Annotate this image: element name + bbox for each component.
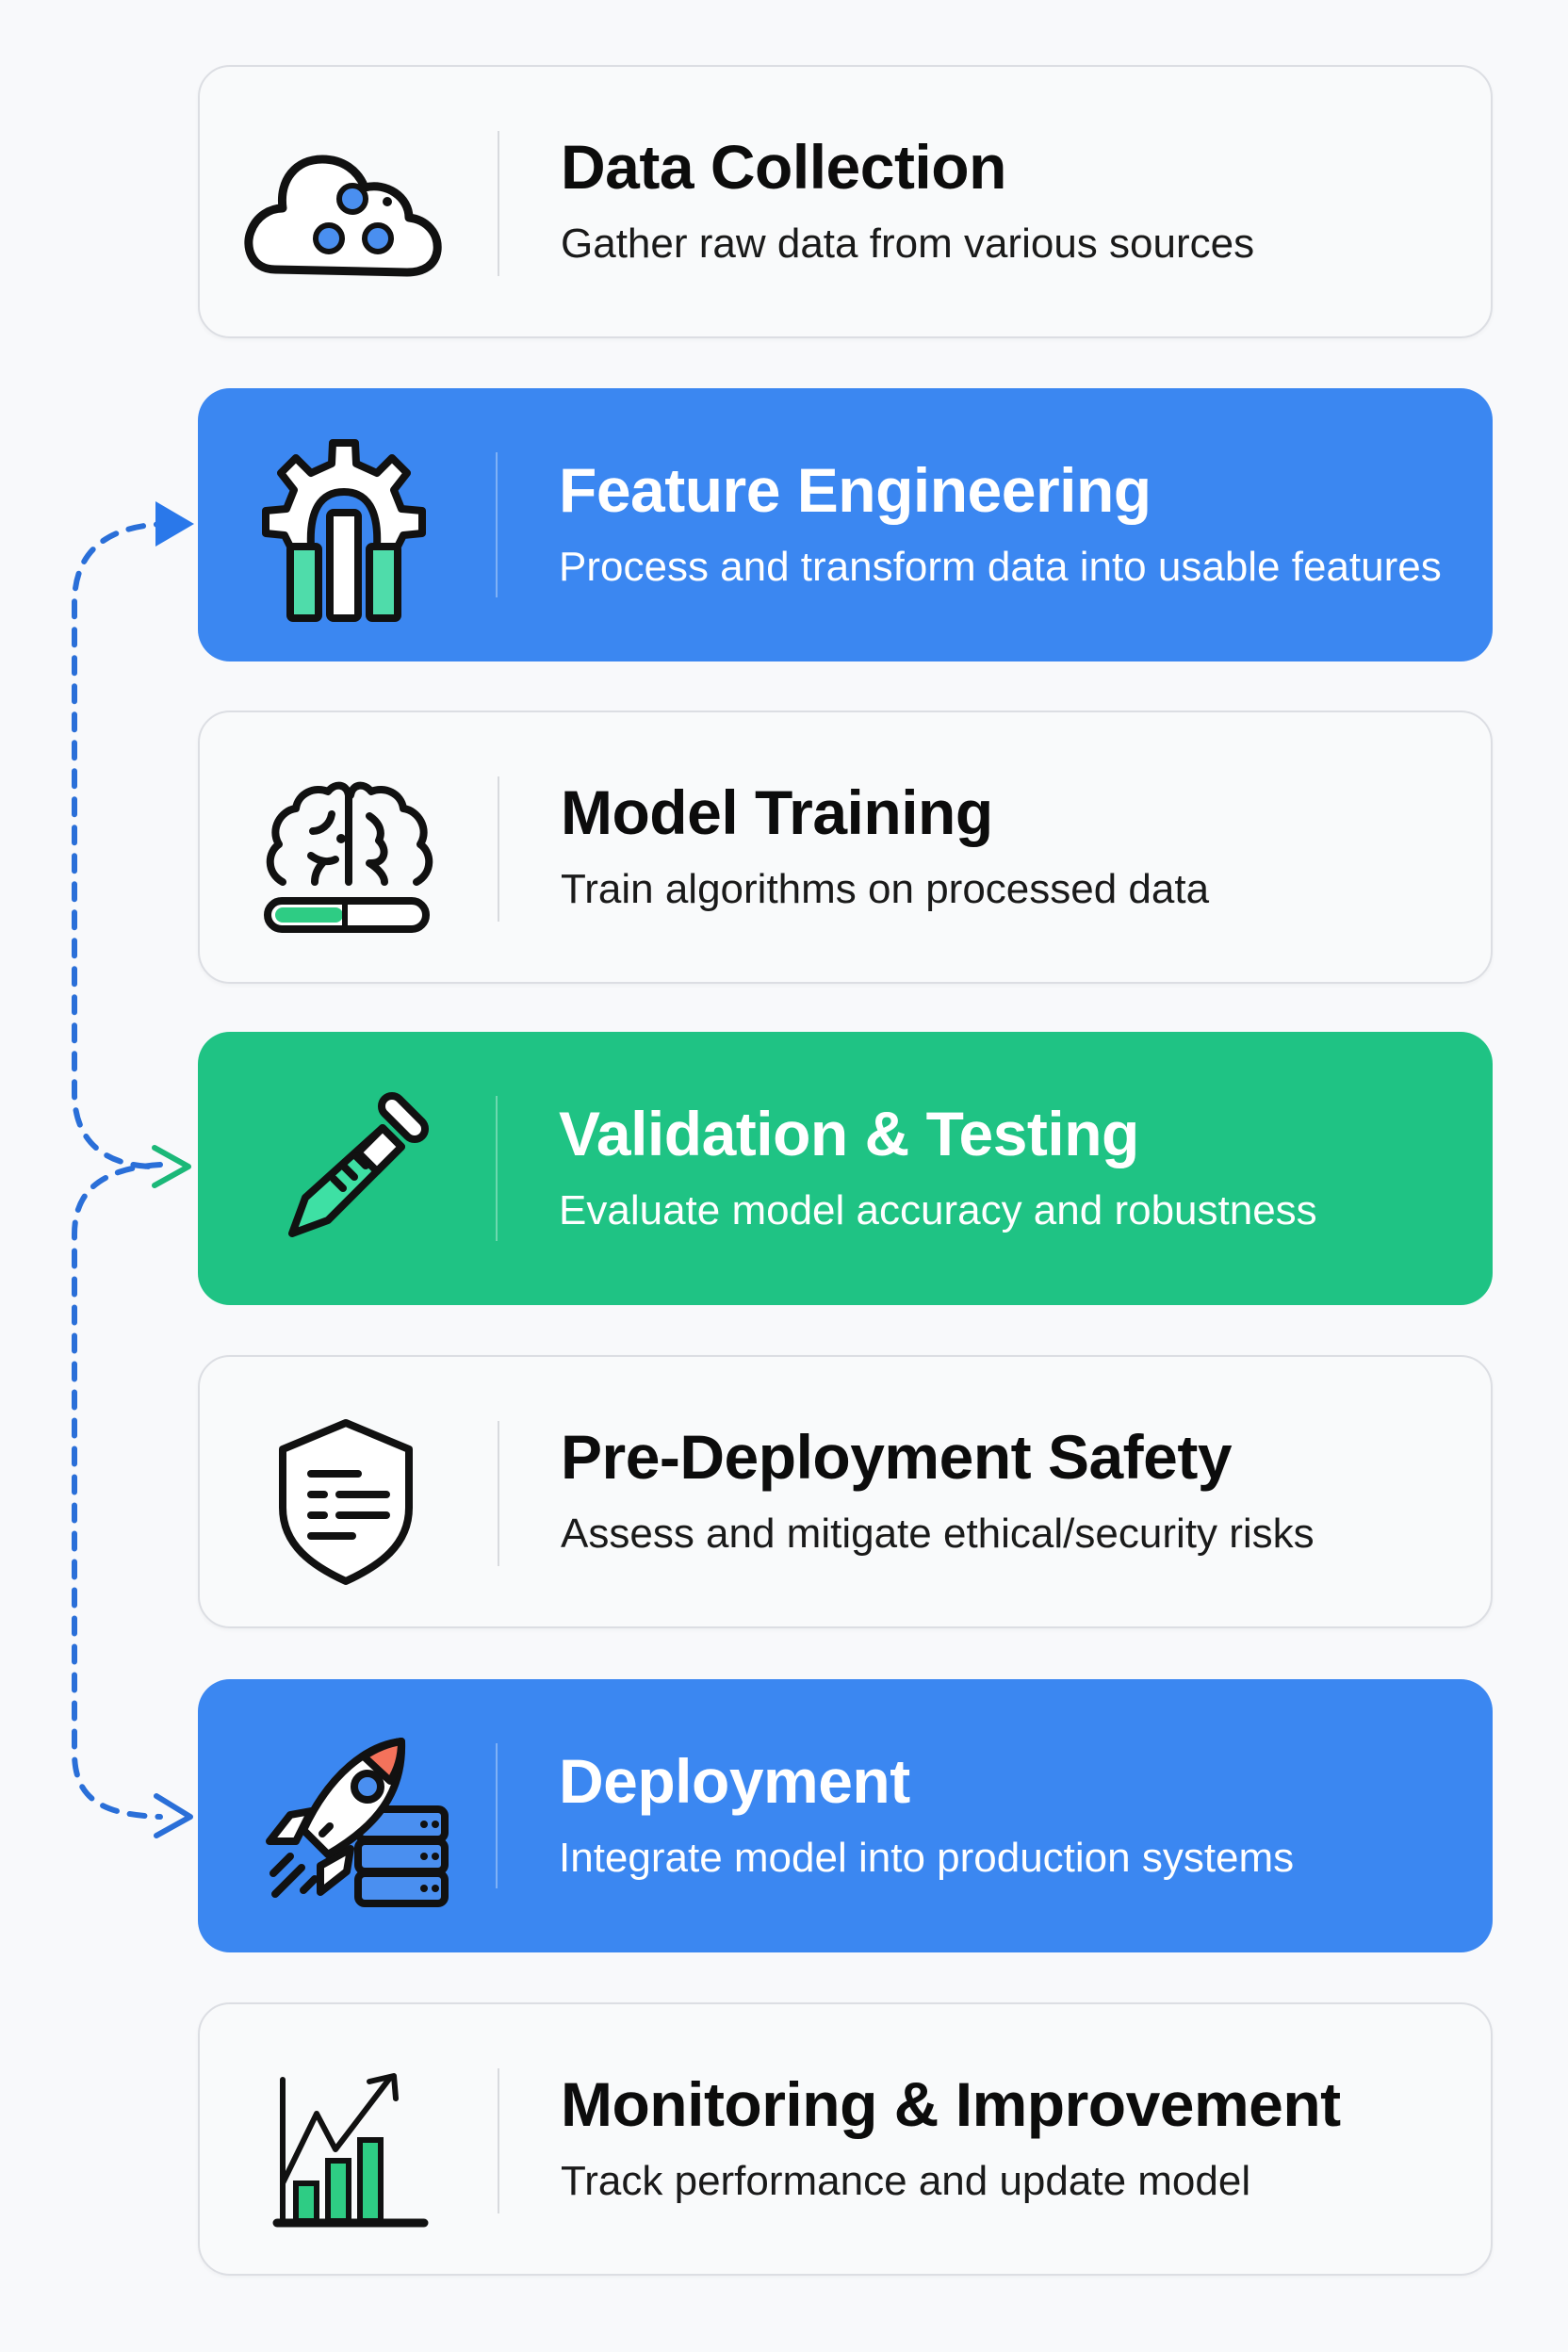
step-card-validation-testing: Validation & Testing Evaluate model accu… xyxy=(198,1032,1493,1305)
divider xyxy=(496,1096,498,1241)
arrowhead-validation xyxy=(152,1145,191,1188)
step-description: Evaluate model accuracy and robustness xyxy=(559,1187,1317,1234)
divider xyxy=(496,1743,498,1888)
step-card-deployment: Deployment Integrate model into producti… xyxy=(198,1679,1493,1952)
step-title: Validation & Testing xyxy=(559,1099,1139,1169)
arrowhead-feature-engineering xyxy=(155,501,194,547)
step-description: Train algorithms on processed data xyxy=(561,866,1210,913)
gear-bars-icon xyxy=(236,426,452,624)
divider xyxy=(498,2068,499,2213)
step-description: Integrate model into production systems xyxy=(559,1835,1295,1882)
feedback-arrow-to-feature-engineering xyxy=(72,521,174,1169)
step-description: Gather raw data from various sources xyxy=(561,220,1255,268)
chart-growth-icon xyxy=(237,2042,454,2240)
step-title: Model Training xyxy=(561,777,993,848)
step-card-data-collection: Data Collection Gather raw data from var… xyxy=(198,65,1493,338)
step-card-feature-engineering: Feature Engineering Process and transfor… xyxy=(198,388,1493,662)
step-title: Monitoring & Improvement xyxy=(561,2069,1341,2140)
test-tube-icon xyxy=(236,1070,452,1267)
rocket-server-icon xyxy=(236,1717,452,1915)
brain-progress-icon xyxy=(237,750,454,948)
step-title: Feature Engineering xyxy=(559,455,1152,526)
step-title: Data Collection xyxy=(561,132,1006,203)
step-card-pre-deployment-safety: Pre-Deployment Safety Assess and mitigat… xyxy=(198,1355,1493,1628)
shield-document-icon xyxy=(237,1395,454,1592)
step-description: Assess and mitigate ethical/security ris… xyxy=(561,1511,1315,1558)
step-description: Track performance and update model xyxy=(561,2158,1251,2205)
feedback-arrow-to-validation xyxy=(72,1162,163,1820)
step-card-model-training: Model Training Train algorithms on proce… xyxy=(198,710,1493,984)
step-title: Deployment xyxy=(559,1746,910,1817)
cloud-data-icon xyxy=(237,105,454,302)
step-card-monitoring-improvement: Monitoring & Improvement Track performan… xyxy=(198,2002,1493,2276)
step-title: Pre-Deployment Safety xyxy=(561,1422,1233,1493)
divider xyxy=(496,452,498,597)
divider xyxy=(498,131,499,276)
divider xyxy=(498,776,499,922)
arrowhead-deployment xyxy=(154,1793,193,1838)
step-description: Process and transform data into usable f… xyxy=(559,544,1442,591)
divider xyxy=(498,1421,499,1566)
